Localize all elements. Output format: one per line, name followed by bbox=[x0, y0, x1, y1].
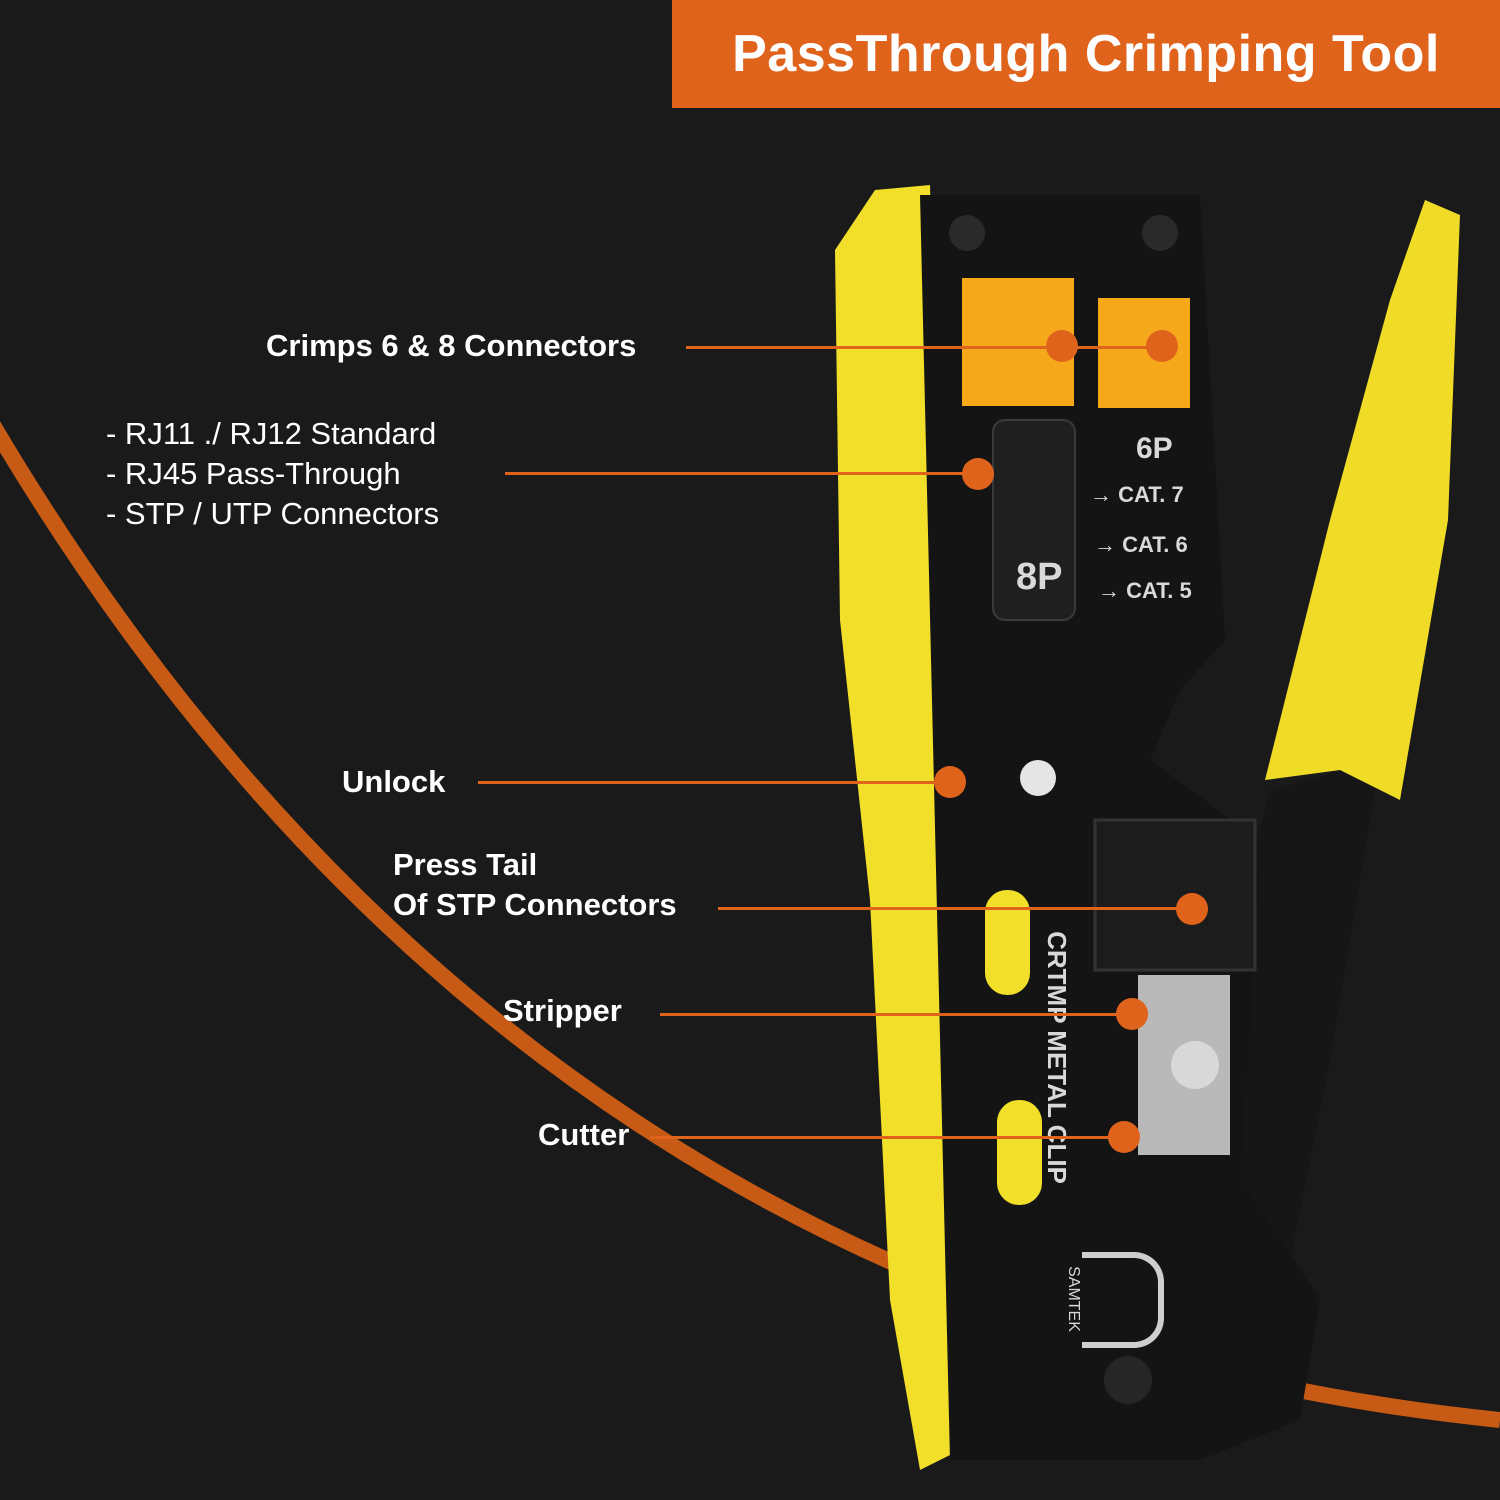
label-cat6: → CAT. 6 bbox=[1094, 532, 1188, 557]
callout-standards-dot bbox=[962, 458, 994, 490]
callout-cutter-label: Cutter bbox=[538, 1117, 630, 1152]
label-8p: 8P bbox=[1016, 556, 1063, 598]
screw-top-right bbox=[1142, 215, 1178, 251]
callout-press-tail-label-1: Press Tail bbox=[393, 847, 538, 882]
standards-item: - RJ11 ./ RJ12 Standard bbox=[106, 416, 437, 451]
callout-press-tail-label-2: Of STP Connectors bbox=[393, 887, 677, 922]
callout-standards-line bbox=[505, 472, 975, 475]
crimp-die-block bbox=[1093, 818, 1257, 972]
callout-crimps-label: Crimps 6 & 8 Connectors bbox=[266, 328, 637, 363]
screw-top-left bbox=[949, 215, 985, 251]
right-handle-grip bbox=[1265, 200, 1460, 800]
callout-stripper-dot bbox=[1116, 998, 1148, 1030]
body-window-2 bbox=[997, 1100, 1042, 1205]
callout-crimps-dot-8p bbox=[1046, 330, 1078, 362]
body-window-1 bbox=[985, 890, 1030, 995]
screw-bottom bbox=[1104, 1356, 1152, 1404]
label-cat5: → CAT. 5 bbox=[1098, 578, 1192, 603]
label-cat7: → CAT. 7 bbox=[1090, 482, 1184, 507]
callout-unlock-dot bbox=[934, 766, 966, 798]
callout-crimps-line bbox=[686, 346, 1162, 349]
callout-stripper-label: Stripper bbox=[503, 993, 622, 1028]
title-banner: PassThrough Crimping Tool bbox=[672, 0, 1500, 108]
callout-unlock-line bbox=[478, 781, 964, 784]
callout-cutter-line bbox=[650, 1136, 1126, 1139]
callout-press-tail-line bbox=[718, 907, 1188, 910]
callout-press-tail-dot bbox=[1176, 893, 1208, 925]
callout-crimps-dot-6p bbox=[1146, 330, 1178, 362]
callout-stripper-line bbox=[660, 1013, 1130, 1016]
label-6p: 6P bbox=[1136, 432, 1173, 465]
callout-cutter-dot bbox=[1108, 1121, 1140, 1153]
vertical-imprint: CRTMP METAL CLIP bbox=[1041, 931, 1072, 1184]
blade-screw bbox=[1171, 1041, 1219, 1089]
callout-unlock-label: Unlock bbox=[342, 764, 446, 799]
unlock-button bbox=[1020, 760, 1056, 796]
banner-title: PassThrough Crimping Tool bbox=[732, 25, 1440, 83]
brand-logo-icon bbox=[1082, 1252, 1164, 1348]
standards-item: - RJ45 Pass-Through bbox=[106, 456, 401, 491]
lever-plate bbox=[992, 419, 1076, 621]
standards-item: - STP / UTP Connectors bbox=[106, 496, 440, 531]
brand-name: SAMTEK bbox=[1064, 1266, 1082, 1332]
standards-list: - RJ11 ./ RJ12 Standard - RJ45 Pass-Thro… bbox=[106, 414, 439, 534]
